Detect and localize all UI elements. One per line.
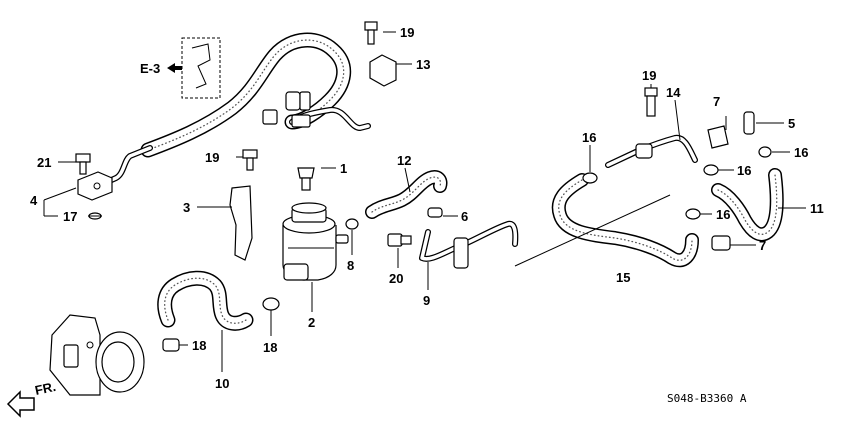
pressure-fitting <box>77 171 113 201</box>
bolt-20 <box>387 233 412 247</box>
connector-5 <box>743 111 755 135</box>
bolt-21 <box>75 153 91 175</box>
callout-19-left: 19 <box>205 150 219 165</box>
callout-16-a: 16 <box>582 130 596 145</box>
callout-4: 4 <box>30 193 38 208</box>
callout-20: 20 <box>389 271 403 286</box>
hose-clamp-8 <box>345 218 359 230</box>
pressure-pipe-left <box>97 145 153 188</box>
callout-13: 13 <box>416 57 430 72</box>
pipe-clamp-13 <box>369 54 397 87</box>
callout-2: 2 <box>308 315 315 330</box>
callout-8: 8 <box>347 258 354 273</box>
push-clip-1 <box>297 167 315 191</box>
reservoir-bracket <box>229 185 253 261</box>
reference-box-e3 <box>181 37 221 99</box>
bracket-7-top <box>707 125 729 149</box>
callout-17: 17 <box>63 209 77 224</box>
high-pressure-hose <box>140 32 352 158</box>
leader-lines <box>43 31 806 372</box>
callout-6: 6 <box>461 209 468 224</box>
callout-15: 15 <box>616 270 630 285</box>
callout-10: 10 <box>215 376 229 391</box>
hose-clamp-18-mid <box>262 297 280 311</box>
reference-arrow-icon <box>167 63 182 73</box>
callout-19-top: 19 <box>400 25 414 40</box>
front-direction-arrow-icon <box>6 390 35 418</box>
return-pipe-9 <box>419 220 519 269</box>
hose-clamp-16b <box>758 146 772 158</box>
callout-16-d: 16 <box>716 207 730 222</box>
callout-16-c: 16 <box>737 163 751 178</box>
callout-3: 3 <box>183 200 190 215</box>
callout-18-left: 18 <box>192 338 206 353</box>
callout-12: 12 <box>397 153 411 168</box>
callout-18-mid: 18 <box>263 340 277 355</box>
hose-clamp-16a <box>582 172 598 184</box>
callout-19-right: 19 <box>642 68 656 83</box>
diagram-code: S048-B3360 A <box>667 392 747 405</box>
callout-7-top: 7 <box>713 94 720 109</box>
callout-5: 5 <box>788 116 795 131</box>
callout-16-b: 16 <box>794 145 808 160</box>
callout-11: 11 <box>810 201 824 216</box>
bolt-19-left <box>242 149 258 171</box>
front-direction-label: FR. <box>34 379 58 398</box>
return-hose-15 <box>551 173 699 268</box>
bracket-7-bottom <box>711 235 731 251</box>
power-steering-pump <box>49 314 145 396</box>
suction-hose-10 <box>157 270 254 331</box>
callout-21: 21 <box>37 155 51 170</box>
hose-clamp-18-left <box>162 338 180 352</box>
bolt-19-top <box>364 21 378 45</box>
callout-9: 9 <box>423 293 430 308</box>
bolt-19-right <box>644 87 658 117</box>
return-hose-11 <box>711 168 784 242</box>
callout-7-bottom: 7 <box>759 238 766 253</box>
reference-e3-label: E-3 <box>140 61 160 76</box>
callout-1: 1 <box>340 161 347 176</box>
hose-clamp-bracket <box>262 91 311 128</box>
return-hose-12 <box>365 170 448 219</box>
hose-clamp-16d <box>685 208 701 220</box>
return-pipe-14 <box>605 134 698 168</box>
reservoir-tank <box>282 202 349 281</box>
callout-14: 14 <box>666 85 681 100</box>
hose-clamp-6 <box>427 207 443 218</box>
hose-clamp-16c <box>703 164 719 176</box>
